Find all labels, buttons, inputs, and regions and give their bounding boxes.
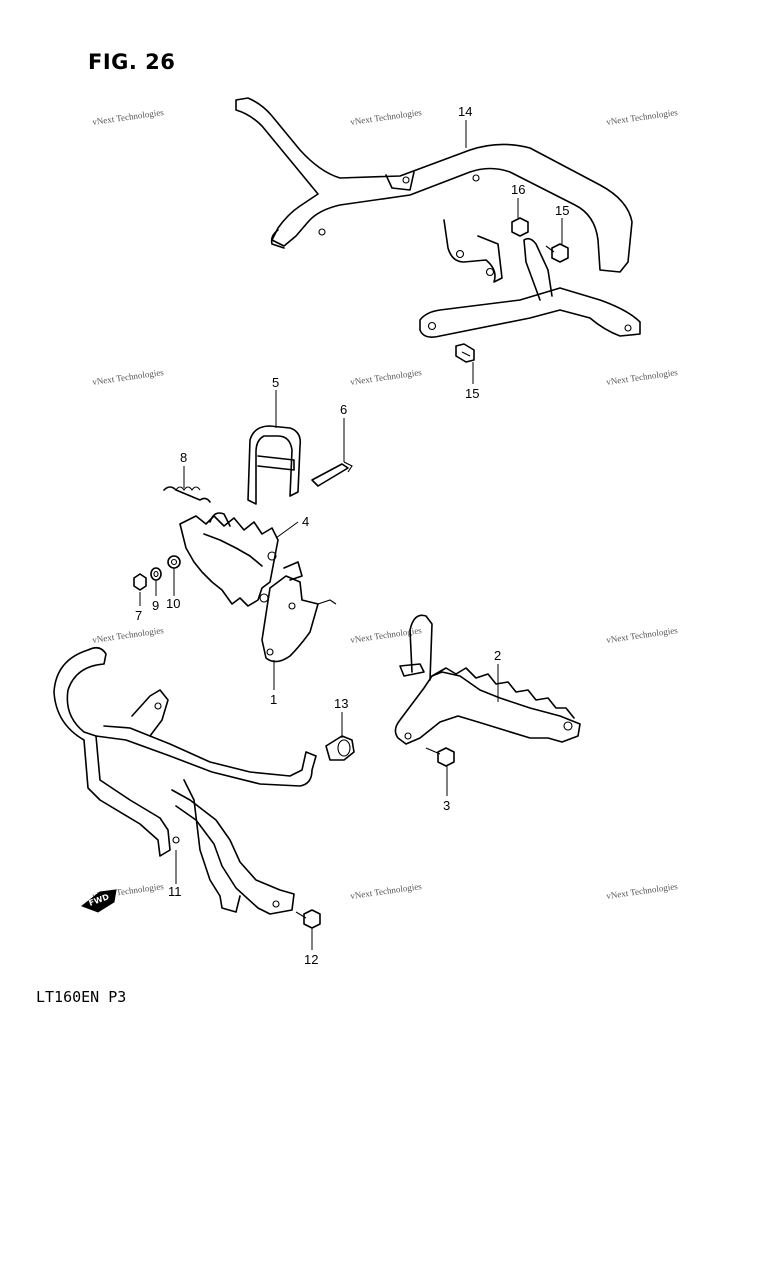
part-14-rear-carrier [235,97,641,338]
figure-title: FIG. 26 [88,50,176,74]
model-code: LT160EN P3 [36,988,127,1006]
callout-7: 7 [135,608,142,623]
part-3-bolt [425,747,455,767]
part-12-bolt [295,909,321,929]
part-10-washer [167,555,181,569]
callout-15-upper: 15 [555,203,569,218]
part-8-spring [163,486,211,503]
forward-arrow-icon: FWD [80,889,117,913]
callout-3: 3 [443,798,450,813]
part-6-pin [311,461,353,487]
callout-1: 1 [270,692,277,707]
part-2-footrest-right [394,614,581,745]
callout-14: 14 [458,104,472,119]
callout-12: 12 [304,952,318,967]
callout-5: 5 [272,375,279,390]
callout-2: 2 [494,648,501,663]
part-4-footrest-left [179,512,279,607]
part-5-heel-guard [247,425,302,505]
callout-9: 9 [152,598,159,613]
part-16-nut [511,217,529,237]
part-13-grommet [325,735,355,761]
part-7-nut [133,573,147,591]
part-15-bolt-lower [455,343,475,363]
callout-4: 4 [302,514,309,529]
callout-11: 11 [168,884,182,899]
part-9-washer [150,567,162,581]
part-1-bracket [261,561,337,663]
part-11-front-guard [53,646,317,915]
part-15-bolt-upper [545,243,569,263]
callout-13: 13 [334,696,348,711]
callout-6: 6 [340,402,347,417]
callout-15-lower: 15 [465,386,479,401]
callouts: 14 16 15 15 5 6 8 4 7 9 10 1 2 3 13 11 1… [135,104,569,967]
callout-10: 10 [166,596,180,611]
leader-lines [139,120,563,950]
callout-16: 16 [511,182,525,197]
callout-8: 8 [180,450,187,465]
